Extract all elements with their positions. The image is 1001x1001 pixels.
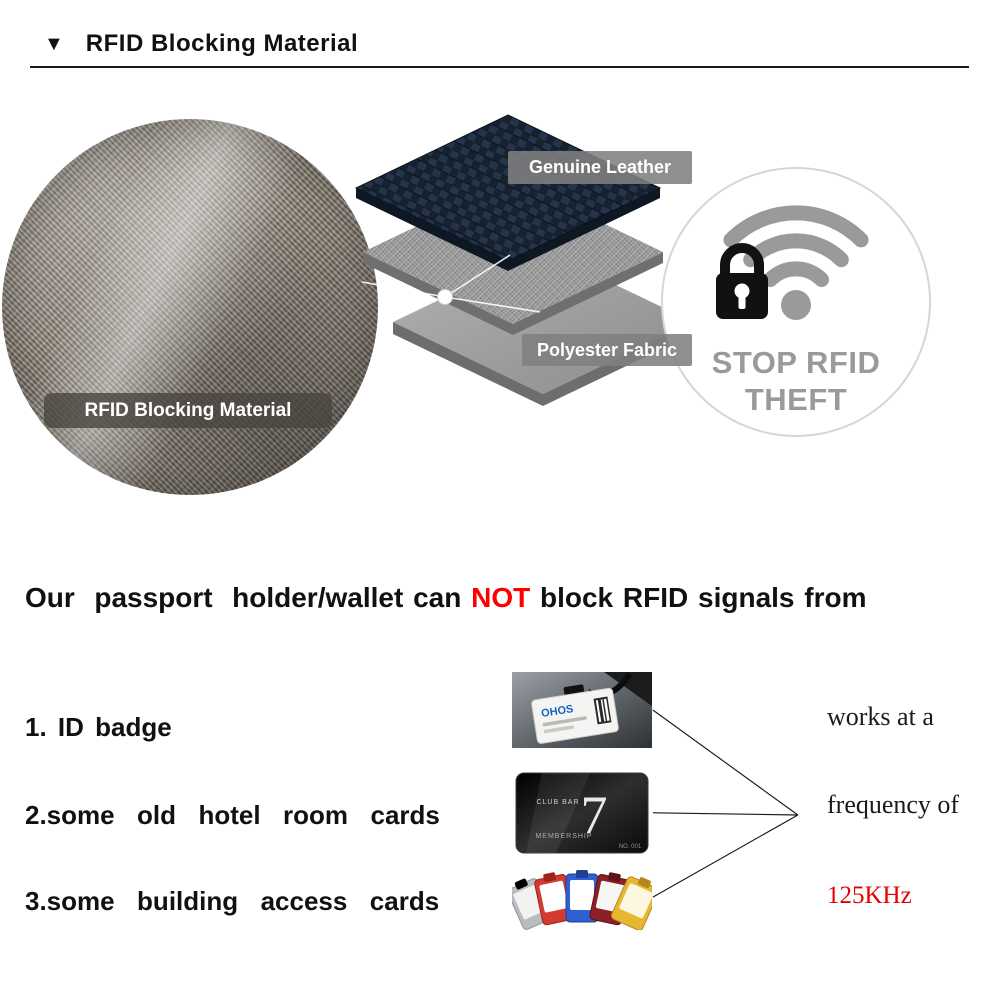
leather-layer-label: Genuine Leather	[508, 151, 692, 184]
headline-not: NOT	[471, 582, 531, 613]
section-title: RFID Blocking Material	[85, 30, 359, 57]
header-divider	[30, 66, 969, 68]
list-item-id-badge: 1. ID badge	[25, 712, 172, 742]
list-item-access-cards: 3.some building access cards	[25, 886, 440, 916]
hotel-card-club: CLUB BAR	[536, 799, 579, 806]
rfid-wifi-lock-icon	[716, 205, 869, 320]
frequency-note-line1: works at a	[827, 702, 934, 731]
fabric-swatch-label: RFID Blocking Material	[44, 393, 332, 428]
frequency-connector-lines	[652, 709, 799, 898]
hotel-card-seven: 7	[581, 785, 608, 845]
frequency-note-value: 125KHz	[827, 882, 912, 909]
badge-card: OHOS	[531, 684, 619, 744]
access-cards-image	[512, 866, 652, 930]
card-holder-fan	[512, 870, 652, 930]
hotel-card-membership: MEMBERSHIP	[535, 833, 592, 840]
polyester-layer-label: Polyester Fabric	[522, 334, 692, 366]
triangle-bullet-icon: ▼	[44, 33, 64, 55]
list-item-hotel-cards: 2.some old hotel room cards	[25, 800, 440, 830]
headline-part2: block RFID signals from	[530, 582, 867, 613]
stop-rfid-badge	[661, 167, 931, 437]
fabric-swatch-image	[2, 119, 378, 495]
theft-text: THEFT	[744, 382, 848, 417]
material-layers-diagram	[354, 114, 693, 406]
section-header: ▼ RFID Blocking Material	[44, 30, 358, 58]
frequency-note-line2: frequency of	[827, 790, 960, 819]
badge-brand-text: OHOS	[540, 703, 574, 720]
hotel-card-image: 7 CLUB BAR MEMBERSHIP NO. 001	[512, 770, 652, 856]
swatch-connector	[361, 254, 541, 313]
id-badge-image: OHOS	[512, 672, 652, 748]
headline: Our passport holder/wallet can NOT block…	[25, 582, 867, 614]
wifi-icon	[723, 205, 869, 287]
stop-rfid-text: STOP RFID	[711, 345, 881, 380]
wifi-dot	[781, 290, 811, 320]
hotel-card-number: NO. 001	[619, 844, 642, 850]
lock-icon	[716, 243, 768, 319]
headline-part1: Our passport holder/wallet can	[25, 582, 472, 613]
